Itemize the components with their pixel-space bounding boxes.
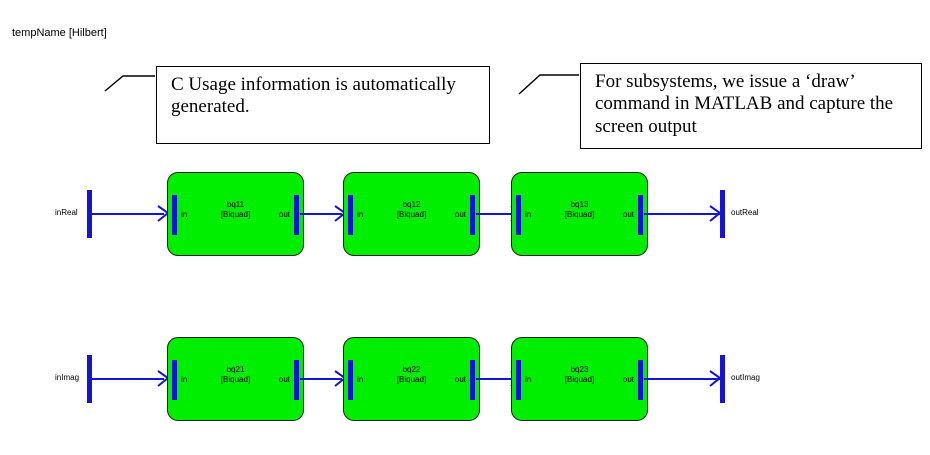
block-out-port: [470, 360, 475, 400]
input-terminal-imag[interactable]: [87, 355, 92, 403]
biquad-block-bq21[interactable]: in bq21 [Biquad] out: [167, 337, 304, 421]
block-out-port: [638, 195, 643, 235]
block-label-bq23: bq23 [Biquad]: [564, 365, 595, 384]
block-out-port-label: out: [278, 375, 290, 384]
wire-bq23-to-out: [644, 378, 720, 380]
block-out-port-label: out: [454, 375, 466, 384]
block-label-bq22: bq22 [Biquad]: [396, 365, 427, 384]
biquad-block-bq11[interactable]: in bq11 [Biquad] out: [167, 172, 304, 256]
block-in-port-label: in: [525, 375, 532, 384]
callout-leader-line-1: [104, 75, 155, 92]
page-title: tempName [Hilbert]: [12, 27, 107, 39]
output-terminal-label-imag: outImag: [731, 373, 760, 382]
block-label-bq13: bq13 [Biquad]: [564, 200, 595, 219]
block-out-port: [294, 360, 299, 400]
block-out-port-label: out: [278, 210, 290, 219]
biquad-block-bq22[interactable]: in bq22 [Biquad] out: [343, 337, 480, 421]
callout-leader-line-2: [518, 74, 579, 95]
wire-bq22-to-bq23: [476, 378, 518, 380]
biquad-block-bq13[interactable]: in bq13 [Biquad] out: [511, 172, 648, 256]
block-out-port-label: out: [622, 375, 634, 384]
block-in-port-label: in: [357, 210, 364, 219]
block-label-bq11: bq11 [Biquad]: [220, 200, 251, 219]
block-out-port: [470, 195, 475, 235]
block-out-port-label: out: [454, 210, 466, 219]
block-out-port-label: out: [622, 210, 634, 219]
block-out-port: [294, 195, 299, 235]
block-label-bq12: bq12 [Biquad]: [396, 200, 427, 219]
output-terminal-imag[interactable]: [720, 355, 725, 403]
wire-bq11-to-bq12: [300, 213, 342, 215]
block-out-port: [638, 360, 643, 400]
block-in-port-label: in: [357, 375, 364, 384]
signal-row-real: inReal in bq11 [Biquad] out in bq12 [Biq…: [0, 172, 930, 282]
biquad-block-bq23[interactable]: in bq23 [Biquad] out: [511, 337, 648, 421]
output-terminal-label-real: outReal: [731, 208, 759, 217]
wire-bq21-to-bq22: [300, 378, 342, 380]
input-terminal-label-imag: inImag: [55, 373, 80, 382]
block-in-port: [348, 360, 353, 400]
callout-subsystem-draw: For subsystems, we issue a ‘draw’ comman…: [580, 63, 922, 149]
block-in-port: [516, 195, 521, 235]
signal-row-imag: inImag in bq21 [Biquad] out in bq22 [Biq…: [0, 337, 930, 447]
block-label-bq21: bq21 [Biquad]: [220, 365, 251, 384]
output-terminal-real[interactable]: [720, 190, 725, 238]
block-in-port: [348, 195, 353, 235]
biquad-block-bq12[interactable]: in bq12 [Biquad] out: [343, 172, 480, 256]
callout-c-usage: C Usage information is automatically gen…: [156, 66, 490, 144]
input-terminal-label-real: inReal: [55, 208, 78, 217]
block-in-port-label: in: [181, 210, 188, 219]
wire-bq13-to-out: [644, 213, 720, 215]
block-in-port: [516, 360, 521, 400]
wire-in-to-bq11: [92, 213, 164, 215]
block-in-port-label: in: [181, 375, 188, 384]
block-in-port-label: in: [525, 210, 532, 219]
wire-bq12-to-bq13: [476, 213, 518, 215]
block-in-port: [172, 195, 177, 235]
wire-in-to-bq21: [92, 378, 164, 380]
block-in-port: [172, 360, 177, 400]
input-terminal-real[interactable]: [87, 190, 92, 238]
